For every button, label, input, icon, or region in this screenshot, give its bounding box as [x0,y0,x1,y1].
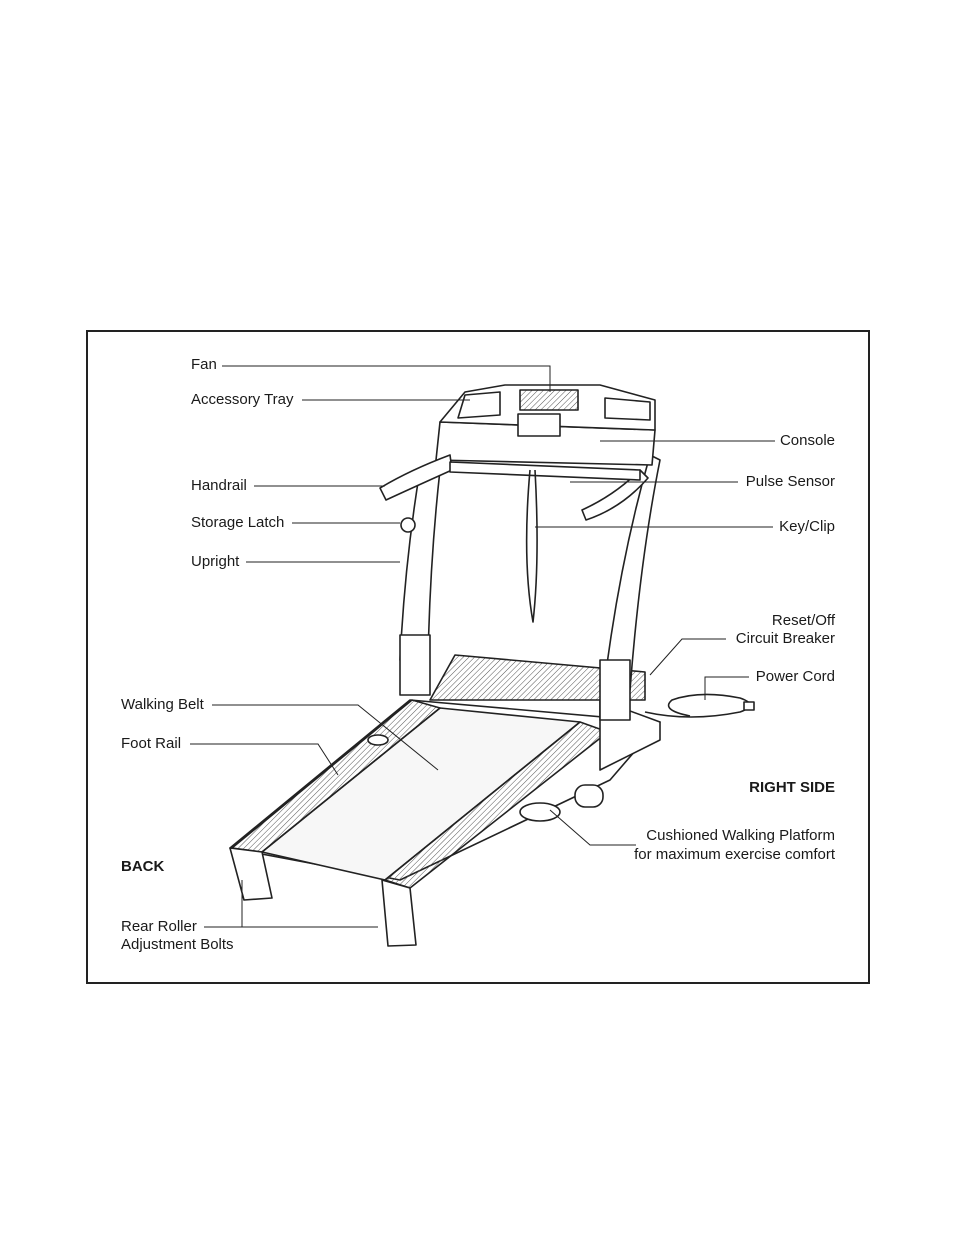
key-clip-cord [527,470,537,622]
fan-grille [520,390,578,410]
belt-cushion-cap [368,735,388,745]
label-right-side: RIGHT SIDE [749,779,835,797]
label-console: Console [780,432,835,450]
tray-left [458,392,500,418]
label-pulse-sensor: Pulse Sensor [746,473,835,491]
tray-right [605,398,650,420]
power-cord [645,694,750,717]
front-roller [575,785,603,807]
storage-latch-knob [401,518,415,532]
console-display [518,414,560,436]
left-upright-base [400,635,430,695]
label-accessory-tray: Accessory Tray [191,391,294,409]
label-key-clip: Key/Clip [779,518,835,536]
cushion [520,803,560,821]
label-walking-belt: Walking Belt [121,696,204,714]
label-back: BACK [121,858,164,876]
label-fan: Fan [191,356,217,374]
left-upright [400,470,440,660]
label-rear-roller-1: Rear Roller [121,918,197,936]
label-reset-off-2: Circuit Breaker [736,630,835,648]
label-cushioned-1: Cushioned Walking Platform [646,827,835,845]
label-reset-off-1: Reset/Off [772,612,835,630]
right-upright-base [600,660,630,720]
rear-right-foot [382,880,416,946]
label-power-cord: Power Cord [756,668,835,686]
label-foot-rail: Foot Rail [121,735,181,753]
label-handrail: Handrail [191,477,247,495]
power-plug [744,702,754,710]
label-upright: Upright [191,553,239,571]
rear-left-foot [230,848,272,900]
label-storage-latch: Storage Latch [191,514,284,532]
label-rear-roller-2: Adjustment Bolts [121,936,234,954]
label-cushioned-2: for maximum exercise comfort [634,846,835,864]
